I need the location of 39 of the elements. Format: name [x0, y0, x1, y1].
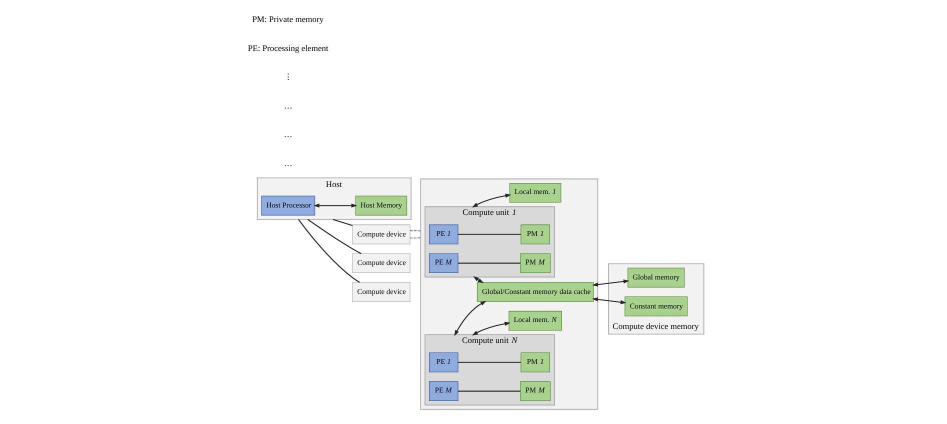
- node-box: Compute device: [352, 282, 410, 302]
- node-box: PE M: [428, 381, 458, 402]
- label: ⋮: [284, 72, 293, 82]
- node-box: PM M: [520, 381, 551, 402]
- arrow: [313, 204, 358, 208]
- arrow: [592, 297, 626, 304]
- connector: [458, 234, 521, 235]
- node-box: Host Processor: [261, 196, 316, 216]
- label: PE: Processing element: [248, 42, 328, 53]
- node-box: Host Memory: [355, 196, 408, 216]
- node-box: Constant memory: [624, 296, 688, 316]
- node-box: PE M: [428, 253, 458, 274]
- arrow: [454, 300, 486, 336]
- node-box: PE 1: [428, 352, 458, 372]
- node-box: PM 1: [520, 352, 550, 372]
- arrow: [592, 279, 630, 287]
- node-box: Global memory: [628, 268, 685, 288]
- node-box: Local mem. N: [508, 310, 562, 331]
- node-box: Compute device: [352, 253, 410, 274]
- connector: [308, 219, 362, 254]
- arrow: [473, 276, 484, 284]
- connector: [458, 390, 520, 392]
- connector: [458, 362, 521, 363]
- node-box: PM 1: [520, 224, 550, 244]
- node-box: Global/Constant memory data cache: [476, 282, 594, 302]
- label: PM: Private memory: [252, 14, 324, 24]
- node-box: PE 1: [428, 224, 458, 244]
- connector: [410, 230, 421, 232]
- label: …: [284, 158, 292, 168]
- node-box: PM M: [520, 253, 551, 274]
- connector: [332, 218, 353, 226]
- connector: [458, 262, 520, 264]
- label: …: [284, 100, 292, 110]
- label: …: [284, 129, 292, 140]
- connector: [298, 219, 360, 283]
- node-box: Compute device: [352, 224, 410, 244]
- arrow: [472, 322, 510, 336]
- arrow: [472, 194, 512, 208]
- node-box: Local mem. 1: [510, 182, 562, 203]
